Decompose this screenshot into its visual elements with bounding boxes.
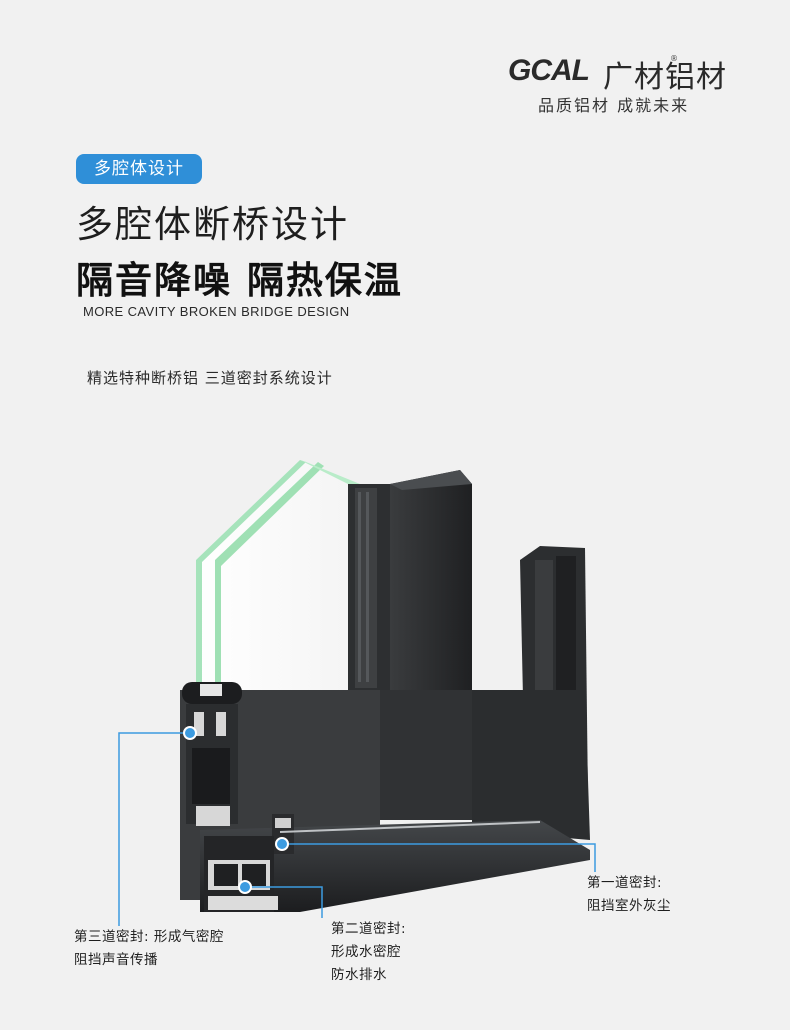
feature-description: 精选特种断桥铝 三道密封系统设计 [87, 369, 333, 387]
callout-seal-3: 第三道密封: 形成气密腔 阻挡声音传播 [74, 926, 224, 972]
transom [380, 690, 590, 840]
callout-seal-2: 第二道密封: 形成水密腔 防水排水 [331, 918, 406, 987]
seal-2-text-2: 防水排水 [331, 967, 387, 983]
brand-logo: GCAL 广材铝材 ® 品质铝材 成就未来 [508, 52, 748, 122]
callout-line-seal-1 [282, 843, 596, 872]
page-subtitle: 隔音降噪 隔热保温 [76, 259, 403, 302]
callout-seal-1: 第一道密封: 阻挡室外灰尘 [587, 872, 671, 918]
english-title: MORE CAVITY BROKEN BRIDGE DESIGN [83, 304, 350, 319]
seal-3-title: 第三道密封: 形成气密腔 [74, 929, 224, 945]
seal-1-title: 第一道密封: [587, 875, 663, 891]
seal-points [183, 726, 289, 894]
page-title: 多腔体断桥设计 [76, 203, 349, 246]
callout-lines [118, 732, 596, 926]
glass-pane [196, 460, 360, 690]
seal-2-title: 第二道密封: [331, 921, 407, 937]
brand-slogan: 品质铝材 成就未来 [538, 96, 690, 115]
registered-mark: ® [670, 54, 678, 63]
seal-point-icon [275, 837, 289, 851]
inner-sash [348, 484, 392, 690]
gcal-logo-icon: GCAL [508, 54, 590, 87]
seal-1-text: 阻挡室外灰尘 [587, 898, 671, 914]
seal-2-text: 形成水密腔 [331, 944, 401, 960]
brand-name: 广材铝材 [603, 60, 727, 95]
section-badge: 多腔体设计 [76, 154, 202, 184]
bottom-sill [200, 814, 590, 912]
seal-point-icon [238, 880, 252, 894]
seal-3-text: 阻挡声音传播 [74, 952, 158, 968]
callout-line-seal-2 [245, 886, 323, 918]
callout-line-seal-3 [118, 732, 190, 926]
seal-point-icon [183, 726, 197, 740]
